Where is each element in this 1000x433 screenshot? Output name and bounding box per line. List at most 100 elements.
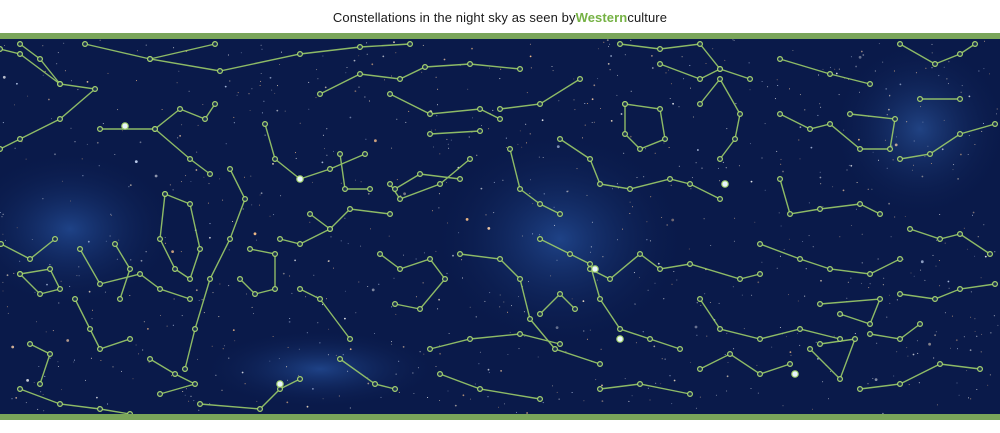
background-star (87, 240, 90, 243)
background-star (313, 274, 315, 276)
bright-star (121, 122, 129, 130)
background-star (884, 139, 886, 141)
constellation-star (866, 271, 873, 278)
background-star (203, 312, 205, 314)
constellation-star (272, 286, 279, 293)
background-star (215, 374, 217, 376)
constellation-star (551, 346, 558, 353)
background-star (983, 224, 985, 226)
constellation-star (272, 251, 279, 258)
background-star (338, 395, 340, 397)
background-star (145, 44, 147, 46)
constellation-star (536, 396, 543, 403)
background-star (647, 387, 649, 389)
background-star (27, 95, 29, 97)
background-star (874, 70, 876, 72)
constellation-star (816, 341, 823, 348)
constellation-star (242, 196, 249, 203)
constellation-star (596, 361, 603, 368)
background-star (13, 272, 15, 274)
constellation-star (507, 145, 514, 152)
background-star (632, 206, 633, 208)
background-star (630, 90, 632, 92)
background-star (828, 398, 829, 400)
background-star (976, 335, 978, 337)
background-star (261, 112, 263, 114)
constellation-star (86, 326, 93, 333)
constellation-star (71, 296, 78, 303)
constellation-star (417, 306, 424, 313)
background-star (366, 42, 368, 44)
background-star (408, 110, 410, 112)
constellation-star (357, 43, 364, 51)
constellation-star (397, 196, 404, 203)
constellation-star (157, 286, 164, 293)
background-star (88, 290, 91, 293)
background-star (11, 345, 15, 349)
background-star (858, 55, 862, 59)
background-star (248, 93, 250, 95)
constellation-star (46, 266, 53, 273)
background-star (136, 80, 137, 82)
constellation-star (372, 381, 379, 388)
background-star (611, 188, 613, 190)
background-star (983, 68, 985, 70)
constellation-star (197, 246, 204, 253)
background-star (391, 343, 393, 345)
background-star (507, 311, 508, 313)
background-star (70, 200, 71, 202)
constellation-star (367, 186, 374, 193)
constellation-star (696, 296, 703, 303)
background-star (474, 383, 476, 385)
constellation-star (192, 326, 199, 333)
background-star (382, 55, 385, 58)
constellation-line (624, 103, 666, 150)
background-star (623, 152, 625, 154)
background-star (209, 403, 211, 405)
background-star (972, 214, 973, 216)
constellation-star (656, 266, 663, 273)
constellation-star (866, 331, 873, 338)
background-star (741, 294, 743, 296)
background-star (107, 72, 109, 74)
constellation-line (899, 43, 976, 65)
background-star (260, 192, 263, 195)
background-star (370, 228, 371, 230)
background-star (228, 357, 230, 359)
constellation-star (427, 346, 434, 353)
background-star (142, 349, 144, 351)
background-star (906, 347, 908, 349)
background-star (726, 375, 729, 378)
background-star (279, 64, 281, 65)
background-star (673, 271, 675, 272)
background-star (878, 159, 879, 161)
constellation-star (516, 66, 523, 73)
constellation-star (212, 100, 219, 107)
background-star (322, 134, 324, 136)
background-star (42, 45, 44, 47)
background-star (269, 76, 272, 79)
background-star (877, 258, 879, 260)
constellation-line (199, 378, 301, 410)
background-star (240, 52, 242, 54)
background-star (306, 332, 308, 334)
constellation-star (182, 366, 189, 373)
background-star (757, 392, 759, 394)
constellation-star (197, 401, 204, 408)
background-star (326, 298, 327, 300)
background-star (37, 408, 39, 410)
background-star (676, 279, 678, 281)
background-star (446, 182, 447, 183)
background-star (197, 358, 198, 360)
constellation-star (192, 381, 199, 388)
background-star (295, 157, 297, 159)
constellation-star (786, 361, 793, 368)
background-star (529, 192, 531, 194)
background-star (77, 89, 79, 91)
background-star (751, 294, 753, 296)
constellation-star (247, 246, 254, 253)
background-star (554, 224, 555, 226)
background-star (207, 202, 209, 204)
background-star (586, 194, 588, 196)
